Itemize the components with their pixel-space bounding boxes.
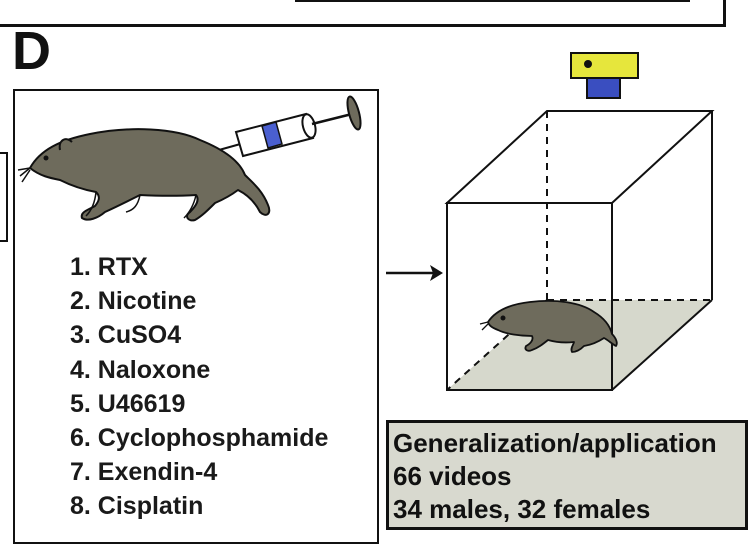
- shrew-icon: [17, 128, 271, 222]
- sex-breakdown: 34 males, 32 females: [393, 494, 651, 524]
- list-item: 2. Nicotine: [70, 287, 197, 316]
- shrew-in-arena-icon: [479, 299, 618, 353]
- arrow-right-icon: [386, 265, 443, 281]
- list-item: 5. U46619: [70, 389, 186, 418]
- video-count: 66 videos: [393, 461, 512, 491]
- dataset-info-box: Generalization/application 66 videos 34 …: [386, 420, 748, 530]
- previous-panel-inner-box: [295, 0, 690, 2]
- list-item: 6. Cyclophosphamide: [70, 424, 329, 453]
- list-item: 7. Exendin-4: [70, 458, 218, 487]
- syringe-icon: [175, 95, 362, 163]
- list-item: 1. RTX: [70, 253, 148, 281]
- list-item: 4. Naloxone: [70, 355, 211, 384]
- camera-icon: [570, 52, 639, 99]
- treatment-list: 1. RTX 2. Nicotine 3. CuSO4 4. Naloxone …: [70, 250, 328, 524]
- list-item: 3. CuSO4: [70, 321, 182, 350]
- previous-panel-frame: [0, 0, 726, 27]
- list-item: 8. Cisplatin: [70, 492, 204, 521]
- dataset-title: Generalization/application: [393, 428, 717, 458]
- panel-label: D: [12, 21, 51, 81]
- adjacent-panel-box: [0, 152, 8, 242]
